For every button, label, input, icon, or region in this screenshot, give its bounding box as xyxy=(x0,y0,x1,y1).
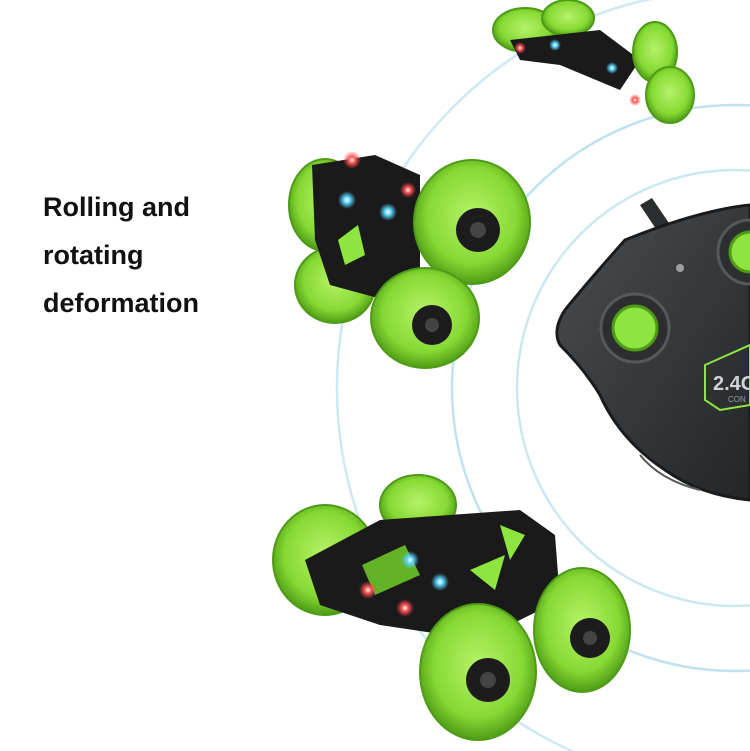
motion-ring-middle xyxy=(450,103,750,673)
car-top-wheel-2 xyxy=(541,0,595,37)
headline-line-1: Rolling and xyxy=(43,192,190,222)
headline-line-2: rotating xyxy=(43,240,144,270)
car-top-wheel-4 xyxy=(645,66,695,124)
remote-badge-sub: CON xyxy=(728,395,746,404)
remote-power-button xyxy=(676,264,684,272)
motion-ring-outer xyxy=(335,0,653,751)
car-bottom-driving xyxy=(272,474,631,741)
remote-joystick-right xyxy=(728,230,750,274)
car-middle-flipping xyxy=(288,151,531,369)
car-top-rotating xyxy=(492,0,695,124)
headline: Rolling and rotating deformation xyxy=(43,183,263,327)
car-top-body xyxy=(510,30,640,90)
car-middle-body xyxy=(312,155,420,300)
remote-controller: 2.4G CON xyxy=(555,198,750,502)
remote-badge-frame xyxy=(704,343,750,412)
motion-rings xyxy=(335,0,750,751)
headline-line-3: deformation xyxy=(43,288,200,318)
remote-joystick-left xyxy=(611,304,659,352)
remote-grip-edge xyxy=(639,454,701,491)
remote-badge-text: 2.4G xyxy=(713,373,750,395)
motion-ring-inner xyxy=(515,168,750,608)
